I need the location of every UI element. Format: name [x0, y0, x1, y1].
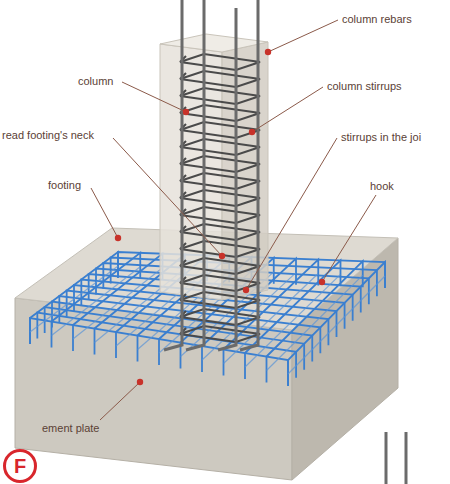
leader-line — [100, 382, 140, 420]
column-stirrups — [180, 54, 260, 342]
leader-dot — [183, 109, 189, 115]
part-label: hook — [368, 180, 396, 193]
column — [160, 34, 268, 300]
leader-dot — [137, 379, 143, 385]
leader-line — [91, 188, 118, 238]
leader-dot — [115, 235, 121, 241]
leader-line — [246, 138, 337, 290]
leader-line — [252, 87, 323, 132]
leader-dot — [319, 279, 325, 285]
leader-line — [322, 195, 376, 282]
part-label: stirrups in the joi — [339, 131, 423, 144]
column-rebars — [164, 0, 258, 350]
leader-dot — [219, 253, 225, 259]
part-label: ement plate — [40, 422, 101, 435]
part-label: footing — [46, 179, 83, 192]
rebar-stubs — [386, 432, 406, 484]
leader-dot — [249, 129, 255, 135]
part-label: read footing's neck — [0, 129, 96, 142]
logo: F — [3, 449, 37, 483]
leader-line — [268, 20, 338, 52]
part-label: column rebars — [340, 13, 414, 26]
leader-line — [113, 138, 222, 256]
leader-dot — [265, 49, 271, 55]
part-label: column stirrups — [325, 80, 404, 93]
leader-dot — [243, 287, 249, 293]
leader-line — [122, 82, 186, 112]
part-label: column — [76, 75, 115, 88]
